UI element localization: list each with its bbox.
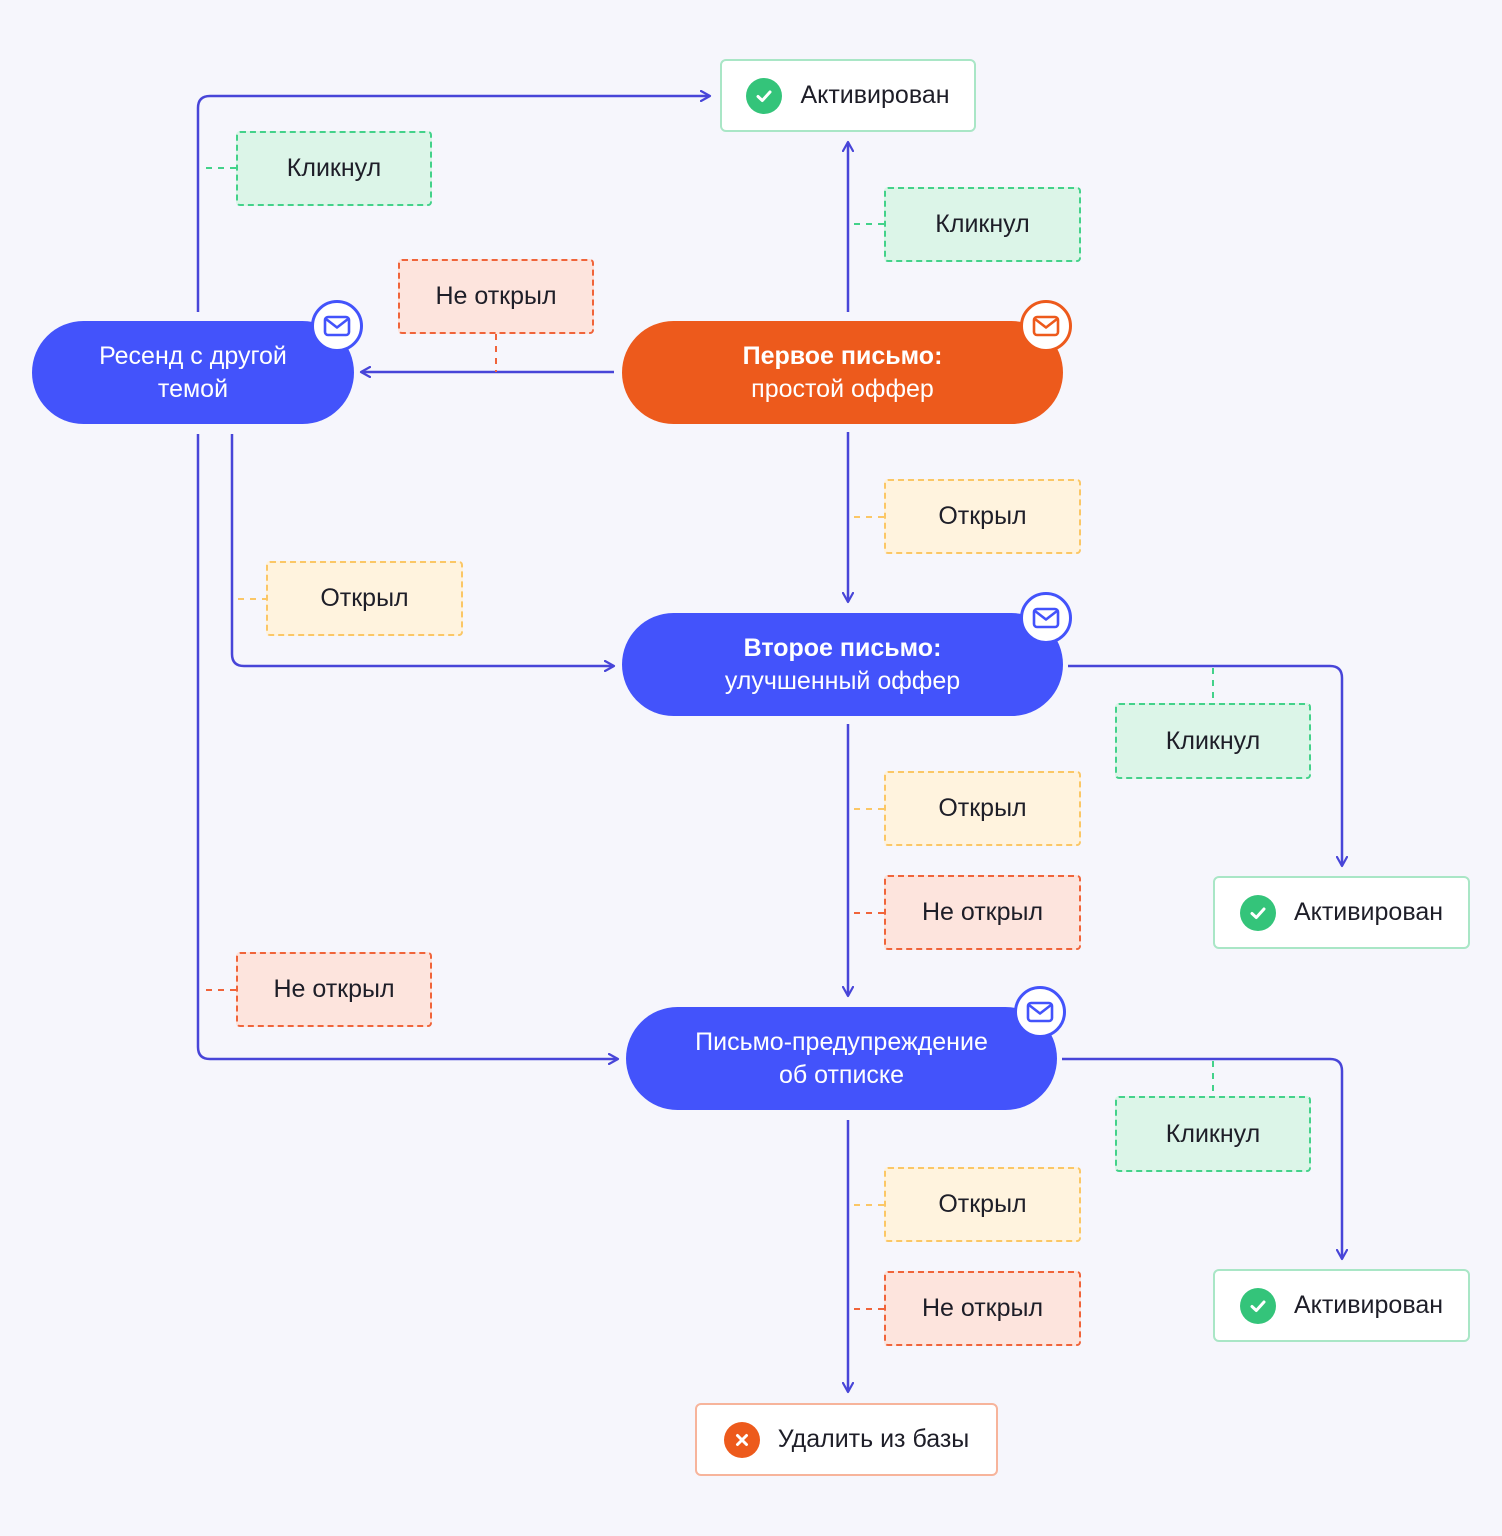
check-icon: [746, 77, 783, 114]
tag-not-opened-warning: Не открыл: [884, 1271, 1081, 1346]
arrow-warning-to-activated: [1062, 1057, 1342, 1259]
node-first-subtitle: простой оффер: [751, 374, 934, 403]
result-label: Активирован: [1293, 1291, 1444, 1319]
node-warning-line1: Письмо-предупреждение: [695, 1027, 988, 1056]
tag-not-opened-second: Не открыл: [884, 875, 1081, 950]
node-resend: Ресенд с другой темой: [32, 321, 354, 424]
node-warning-line2: об отписке: [778, 1060, 905, 1089]
arrow-resend-to-activated: [196, 96, 710, 312]
arrow-resend-to-warning: [196, 434, 618, 1059]
result-activated-warning: Активирован: [1213, 1269, 1470, 1342]
mail-icon: [311, 300, 363, 352]
tag-clicked-resend: Кликнул: [236, 131, 432, 206]
tag-opened-warning: Открыл: [884, 1167, 1081, 1242]
result-delete: Удалить из базы: [695, 1403, 998, 1476]
arrow-resend-to-second: [230, 434, 614, 666]
node-warning-email: Письмо-предупреждение об отписке: [626, 1007, 1057, 1110]
node-second-subtitle: улучшенный оффер: [724, 666, 961, 695]
node-first-email: Первое письмо: простой оффер: [622, 321, 1063, 424]
mail-icon: [1014, 986, 1066, 1038]
result-label: Удалить из базы: [777, 1425, 970, 1453]
node-second-email: Второе письмо: улучшенный оффер: [622, 613, 1063, 716]
node-resend-line2: темой: [157, 374, 229, 403]
tag-clicked-warning: Кликнул: [1115, 1096, 1311, 1172]
tag-opened-resend: Открыл: [266, 561, 463, 636]
mail-icon: [1020, 300, 1072, 352]
tag-opened-second: Открыл: [884, 771, 1081, 846]
tag-clicked-first: Кликнул: [884, 187, 1081, 262]
check-icon: [1239, 894, 1276, 931]
tag-clicked-second: Кликнул: [1115, 703, 1311, 779]
arrow-second-to-activated: [1068, 664, 1342, 866]
node-resend-line1: Ресенд с другой: [99, 341, 287, 370]
cross-icon: [723, 1421, 760, 1458]
tag-not-opened-first: Не открыл: [398, 259, 594, 334]
result-activated-top: Активирован: [720, 59, 976, 132]
node-first-title: Первое письмо:: [742, 341, 943, 370]
mail-icon: [1020, 592, 1072, 644]
node-second-title: Второе письмо:: [743, 633, 942, 662]
result-activated-second: Активирован: [1213, 876, 1470, 949]
tag-not-opened-resend: Не открыл: [236, 952, 432, 1027]
result-label: Активирован: [1293, 898, 1444, 926]
check-icon: [1239, 1287, 1276, 1324]
result-label: Активирован: [800, 81, 950, 109]
tag-opened-first: Открыл: [884, 479, 1081, 554]
